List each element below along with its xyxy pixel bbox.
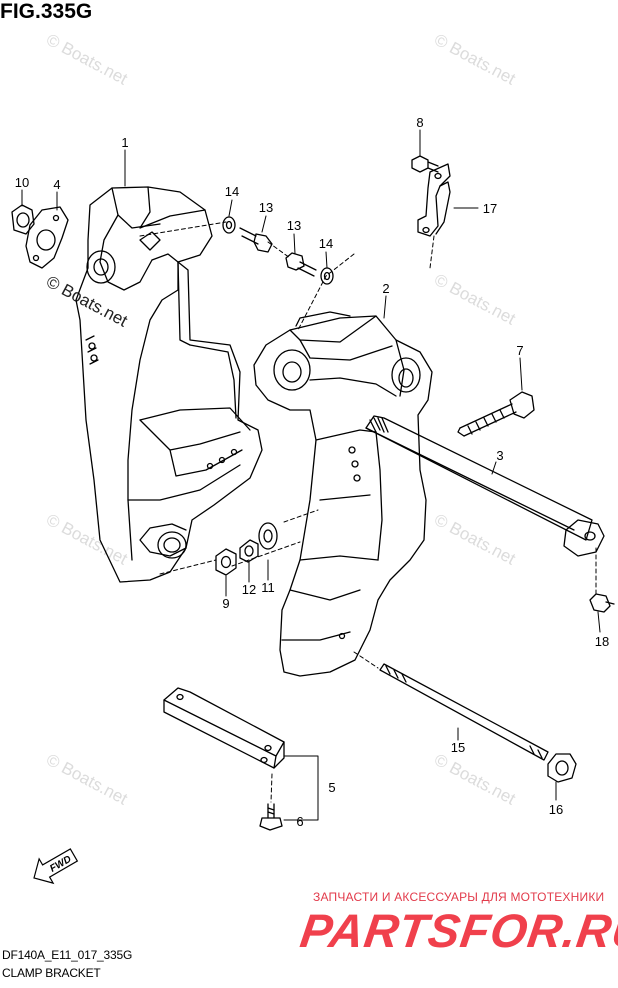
callout-label: 13 [259,200,273,215]
callout-label: 14 [225,184,239,199]
bolt-part7 [457,391,535,437]
shaft-part15 [379,663,549,761]
callout-label: 16 [549,802,563,817]
clip-part17 [417,163,451,237]
nut-part9 [215,548,237,576]
bolt-part18 [589,593,615,613]
callout-label: 2 [382,281,389,296]
bolt-part13-b [285,252,317,277]
figure-name: CLAMP BRACKET [2,966,101,980]
nut-part16 [547,753,577,783]
gasket-plate-part4 [25,206,69,269]
promo-logo[interactable]: PARTSFOR.RU [297,904,618,957]
callout-label: 14 [319,236,333,251]
screw-part6 [259,803,283,831]
nut-part10 [11,204,35,235]
callout-label: 7 [516,343,523,358]
clamp-bracket-left [75,186,263,583]
swivel-bracket [253,311,433,677]
promo-tagline: ЗАПЧАСТИ И АКСЕССУАРЫ ДЛЯ МОТОТЕХНИКИ [313,890,605,904]
figure-title: FIG.335G [0,0,93,23]
washer-part11 [258,522,278,550]
bolt-part13-a [239,227,273,253]
callout-label: 3 [496,448,503,463]
callout-label: 5 [328,780,335,795]
callout-label: 15 [451,740,465,755]
callout-label: 9 [222,596,229,611]
tilt-tube [365,415,605,557]
plate-part5 [163,687,285,769]
callout-label: 1 [121,135,128,150]
washer-part14-a [222,216,236,234]
callout-label: 12 [242,582,256,597]
fwd-arrow: FWD [33,848,79,885]
callout-label: 17 [483,201,497,216]
callout-label: 10 [15,175,29,190]
callout-label: 8 [416,115,423,130]
collar-part12 [239,539,259,563]
callout-label: 4 [53,177,60,192]
fwd-label: FWD [48,854,73,875]
figure-code: DF140A_E11_017_335G [2,948,133,962]
callout-label: 11 [261,580,275,595]
callout-label: 6 [296,814,303,829]
callout-label: 13 [287,218,301,233]
callout-label: 18 [595,634,609,649]
